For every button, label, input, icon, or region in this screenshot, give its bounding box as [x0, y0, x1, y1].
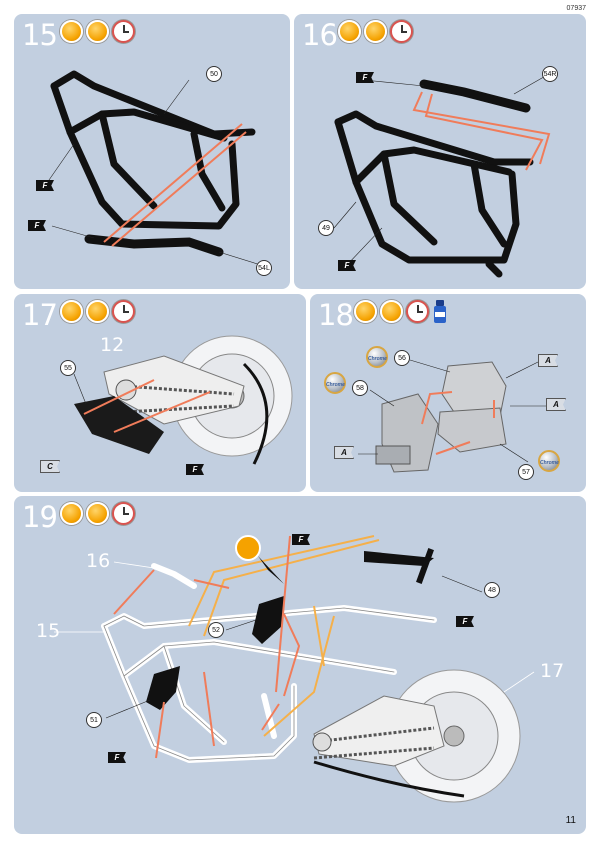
step-18-panel: 18 Chrome Chrome Chrome 56 58 57 A A A: [310, 294, 586, 492]
paint-icon: [86, 20, 109, 43]
color-flag-f: F: [28, 220, 46, 231]
color-flag-c: C: [40, 460, 60, 473]
step-19-panel: 19 16 15 17: [14, 496, 586, 834]
glue-icon: [354, 300, 377, 323]
part-callout-58: 58: [352, 380, 368, 396]
step-16-panel: 16 54R 49 F F: [294, 14, 586, 289]
part-callout-57: 57: [518, 464, 534, 480]
part-callout-54R: 54R: [542, 66, 558, 82]
full-assembly-diagram: [54, 535, 535, 803]
chrome-finish-icon: Chrome: [538, 450, 560, 472]
frame-diagram: [48, 70, 265, 267]
color-flag-a: A: [538, 354, 558, 367]
step-number: 17: [22, 298, 58, 332]
glue-icon: [338, 20, 361, 43]
glue-icon: [60, 300, 83, 323]
color-flag-a: A: [334, 446, 354, 459]
chrome-finish-icon: Chrome: [324, 372, 346, 394]
step-number: 16: [302, 18, 338, 52]
assembly-label-15: 15: [36, 620, 61, 642]
assembly-label-12: 12: [100, 334, 125, 356]
paint-bottle-icon: [434, 300, 446, 323]
clock-icon: [390, 20, 413, 43]
color-flag-f: F: [338, 260, 356, 271]
step-17-panel: 17 12 55 C F: [14, 294, 306, 492]
step-icons: [338, 20, 413, 43]
step-icons: [60, 20, 135, 43]
part-callout-56: 56: [394, 350, 410, 366]
part-callout-55: 55: [60, 360, 76, 376]
clock-icon: [112, 20, 135, 43]
paint-icon: [364, 20, 387, 43]
step-icons: [60, 300, 135, 323]
step-number: 15: [22, 18, 58, 52]
chrome-finish-icon: Chrome: [366, 346, 388, 368]
color-flag-f: F: [356, 72, 374, 83]
step-15-panel: 15 50 54L F F: [14, 14, 290, 289]
color-flag-f: F: [186, 464, 204, 475]
color-flag-f: F: [36, 180, 54, 191]
clock-icon: [112, 502, 135, 525]
part-callout-50: 50: [206, 66, 222, 82]
glue-icon: [60, 20, 83, 43]
part-callout-51: 51: [86, 712, 102, 728]
color-flag-f: F: [456, 616, 474, 627]
paint-icon: [86, 502, 109, 525]
wheel-diagram: [73, 335, 293, 465]
paint-icon: [86, 300, 109, 323]
color-flag-a: A: [546, 398, 566, 411]
engine-parts-diagram: [358, 359, 546, 473]
paint-icon: [380, 300, 403, 323]
page-number: 11: [565, 815, 576, 826]
clock-icon: [406, 300, 429, 323]
assembly-label-17: 17: [540, 660, 565, 682]
color-flag-f: F: [108, 752, 126, 763]
glue-icon: [60, 502, 83, 525]
step-number: 19: [22, 500, 58, 534]
frame-diagram: [333, 73, 551, 278]
step-number: 18: [318, 298, 354, 332]
clock-icon: [112, 300, 135, 323]
color-flag-f: F: [292, 534, 310, 545]
part-callout-52: 52: [208, 622, 224, 638]
step-icons: [354, 300, 448, 324]
assembly-label-16: 16: [86, 550, 111, 572]
part-callout-49: 49: [318, 220, 334, 236]
part-callout-54L: 54L: [256, 260, 272, 276]
part-callout-48: 48: [484, 582, 500, 598]
step-icons: [60, 502, 135, 525]
document-code: 07937: [566, 5, 586, 12]
